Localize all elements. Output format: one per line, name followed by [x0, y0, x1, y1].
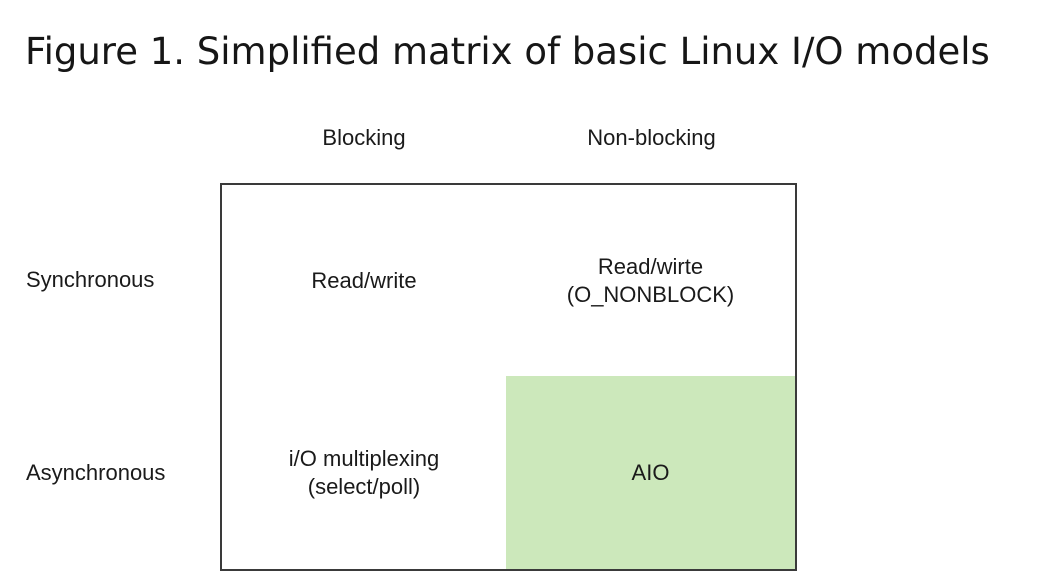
matrix-grid: Read/write Read/wirte (O_NONBLOCK) i/O m…: [220, 183, 797, 571]
cell-text: (select/poll): [307, 473, 421, 499]
figure-caption: Figure 1. Simplified matrix of basic Lin…: [25, 30, 990, 73]
cell-sync-blocking: Read/write: [220, 183, 508, 378]
column-header-non-blocking: Non-blocking: [587, 125, 716, 150]
column-header-blocking: Blocking: [322, 125, 406, 150]
row-header-synchronous: Synchronous: [26, 267, 155, 292]
cell-text: Read/wirte: [597, 253, 704, 279]
row-header-asynchronous: Asynchronous: [26, 460, 166, 485]
cell-text: i/O multiplexing: [288, 445, 440, 471]
cell-text: Read/write: [311, 267, 417, 293]
cell-async-non-blocking-highlighted: AIO: [506, 376, 797, 571]
cell-text: (O_NONBLOCK): [566, 281, 735, 307]
cell-sync-non-blocking: Read/wirte (O_NONBLOCK): [506, 183, 797, 378]
cell-async-blocking: i/O multiplexing (select/poll): [220, 376, 508, 571]
cell-text: AIO: [631, 459, 670, 485]
